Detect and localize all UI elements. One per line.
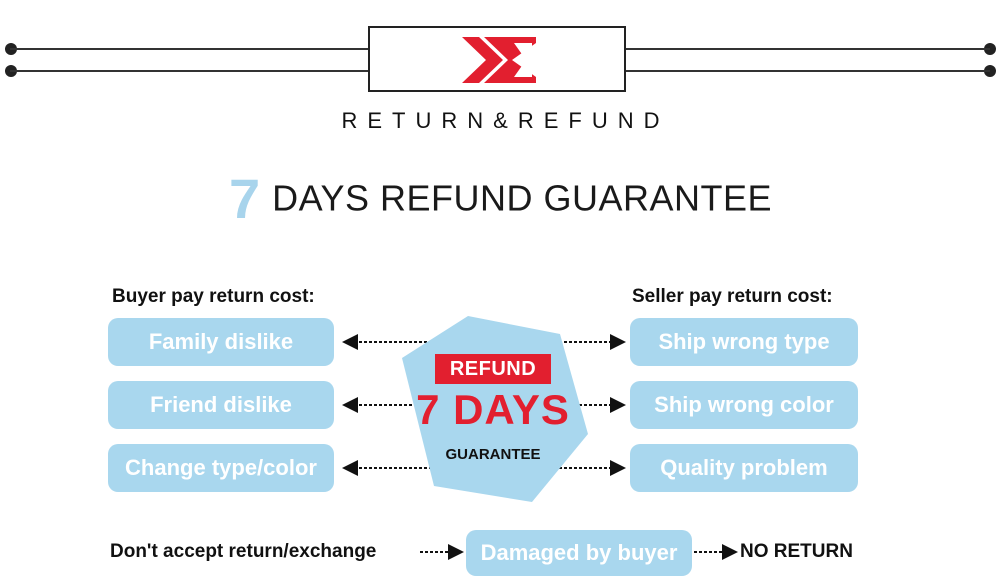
- buyer-label: Buyer pay return cost:: [112, 286, 315, 307]
- brand-logo-icon: [462, 37, 536, 83]
- badge-refund-label: REFUND: [435, 354, 551, 384]
- damaged-pill: Damaged by buyer: [466, 530, 692, 576]
- buyer-reason-pill: Change type/color: [108, 444, 334, 492]
- seller-reason-pill: Quality problem: [630, 444, 858, 492]
- no-accept-text: Don't accept return/exchange: [110, 541, 377, 562]
- header-line: [10, 48, 370, 50]
- headline-text: DAYS REFUND GUARANTEE: [272, 177, 773, 219]
- logo-box: [368, 26, 626, 92]
- header-line: [624, 70, 990, 72]
- buyer-reason-pill: Friend dislike: [108, 381, 334, 429]
- badge-days-text: 7 DAYS: [416, 386, 570, 433]
- seller-reason-pill: Ship wrong type: [630, 318, 858, 366]
- brand-subtitle: RETURN&REFUND: [341, 108, 670, 133]
- badge-guarantee-text: GUARANTEE: [445, 446, 541, 463]
- line-end-dot: [984, 43, 996, 55]
- no-return-text: NO RETURN: [740, 541, 853, 562]
- buyer-reason-pill: Family dislike: [108, 318, 334, 366]
- headline: 7 DAYS REFUND GUARANTEE: [0, 166, 1001, 231]
- header-line: [624, 48, 990, 50]
- headline-number: 7: [228, 167, 261, 230]
- line-end-dot: [984, 65, 996, 77]
- header-line: [10, 70, 370, 72]
- seller-label: Seller pay return cost:: [632, 286, 833, 307]
- seller-reason-pill: Ship wrong color: [630, 381, 858, 429]
